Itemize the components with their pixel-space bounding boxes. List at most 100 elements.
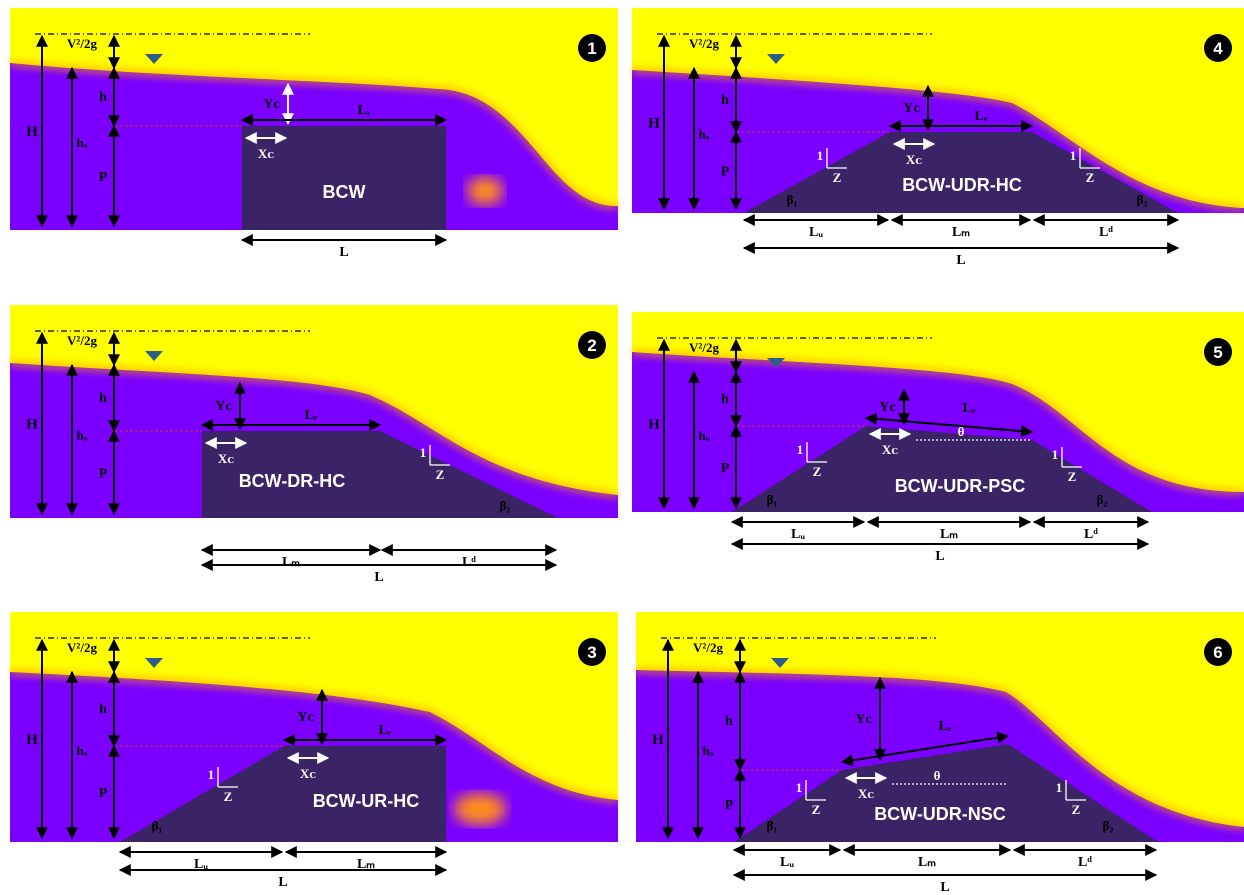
downstream-slope — [1079, 148, 1100, 169]
free-surface-edge — [631, 67, 1244, 211]
Xc-label: Xᴄ — [858, 786, 874, 801]
downstream-slope-rise-label: 1 — [420, 445, 427, 460]
Lu-label: Lᵤ — [809, 225, 823, 240]
downstream-slope — [1061, 447, 1082, 468]
upstream-slope-rise-label: 1 — [797, 442, 804, 457]
weir-name: BCW-UDR-PSC — [895, 476, 1026, 496]
upstream-slope — [806, 442, 827, 463]
weir-body — [202, 431, 558, 518]
H-label: H — [652, 732, 664, 748]
panel-number-badge — [1204, 638, 1232, 666]
h-label: h — [721, 93, 729, 108]
air-pocket — [454, 793, 506, 825]
water-level-marker-icon — [145, 351, 163, 361]
weir-body — [242, 126, 446, 230]
weir-name: BCW-DR-HC — [239, 471, 346, 491]
water-level-marker-icon — [145, 658, 163, 668]
beta2-label: β₂ — [1097, 492, 1108, 507]
H-label: H — [648, 116, 660, 132]
ho-label: hₒ — [77, 428, 88, 443]
Lu-label: Lᵤ — [780, 855, 794, 870]
velocity-head-label: V²/2g — [693, 640, 723, 655]
H-label: H — [26, 732, 38, 748]
Yc-label: Yᴄ — [215, 399, 232, 414]
water-level-marker-icon — [771, 658, 789, 668]
beta2-label: β₂ — [1103, 818, 1114, 833]
velocity-head-label: V²/2g — [67, 640, 97, 655]
theta-label: θ — [934, 768, 941, 783]
upstream-slope-rise-label: 1 — [817, 148, 824, 163]
panel-number: 3 — [587, 643, 596, 662]
panel-number: 2 — [587, 336, 596, 355]
Yc-label: Yᴄ — [855, 712, 872, 727]
panel-number-badge — [578, 331, 606, 359]
ho-label: hₒ — [77, 743, 88, 758]
downstream-slope-rise-label: 1 — [1052, 447, 1059, 462]
ho-label: hₒ — [699, 127, 710, 142]
H-label: H — [26, 417, 38, 433]
Ld-label: Lᵈ — [1078, 855, 1092, 870]
ho-label: hₒ — [703, 743, 714, 758]
weir-name: BCW-UDR-HC — [902, 175, 1022, 195]
water-level-marker-icon — [145, 54, 163, 64]
water-level-marker-icon — [767, 54, 785, 64]
h-label: h — [99, 391, 107, 406]
Lm-label: Lₘ — [918, 855, 936, 870]
downstream-slope — [429, 445, 450, 466]
weir-body — [734, 744, 1158, 842]
h-label: h — [725, 714, 733, 729]
h-label: h — [99, 702, 107, 717]
upstream-slope-rise-label: 1 — [796, 780, 803, 795]
upstream-slope-rise-label: 1 — [208, 767, 215, 782]
velocity-head-label: V²/2g — [67, 36, 97, 51]
velocity-head-label: V²/2g — [689, 36, 719, 51]
water-level-marker-icon — [767, 358, 785, 368]
L-label: L — [374, 570, 383, 585]
downstream-slope-run-label: Z — [1072, 802, 1081, 817]
L-label: L — [339, 245, 348, 260]
weir-body — [732, 426, 1152, 512]
h-label: h — [99, 90, 107, 105]
beta2-label: β₂ — [500, 498, 511, 513]
upstream-slope — [826, 148, 847, 169]
downstream-slope-run-label: Z — [436, 467, 445, 482]
Lm-label: Lₘ — [940, 527, 958, 542]
Lr-label: Lᵣ — [975, 109, 988, 124]
L-label: L — [278, 875, 287, 890]
theta-label: θ — [958, 424, 965, 439]
P-label: P — [725, 798, 734, 813]
upstream-slope-run-label: Z — [812, 802, 821, 817]
downstream-slope-run-label: Z — [1086, 170, 1095, 185]
P-label: P — [721, 165, 730, 180]
beta1-label: β₁ — [152, 818, 163, 833]
Xc-label: Xᴄ — [882, 442, 898, 457]
Xc-label: Xᴄ — [258, 146, 274, 161]
panel-number: 4 — [1213, 39, 1223, 58]
upstream-slope — [217, 767, 238, 788]
Lm-label: Lₘ — [282, 555, 300, 570]
Lr-label: Lᵣ — [963, 401, 976, 416]
beta2-label: β₂ — [1137, 192, 1148, 207]
upstream-slope-run-label: Z — [224, 789, 233, 804]
panel-number-badge — [578, 638, 606, 666]
h-label: h — [721, 392, 729, 407]
beta1-label: β₁ — [787, 192, 798, 207]
free-surface-edge — [635, 667, 1244, 830]
panel-number: 1 — [587, 39, 596, 58]
Xc-label: Xᴄ — [906, 152, 922, 167]
Xc-label: Xᴄ — [300, 766, 316, 781]
velocity-head-label: V²/2g — [689, 340, 719, 355]
free-surface-edge — [9, 60, 619, 209]
downstream-slope-run-label: Z — [1068, 469, 1077, 484]
P-label: P — [99, 170, 108, 185]
Lr-label: Lᵣ — [358, 103, 371, 118]
L-label: L — [935, 549, 944, 564]
Lm-label: Lₘ — [952, 225, 970, 240]
free-surface-edge — [9, 360, 619, 498]
Yc-label: Yᴄ — [297, 710, 314, 725]
weir-name: BCW — [323, 182, 366, 202]
